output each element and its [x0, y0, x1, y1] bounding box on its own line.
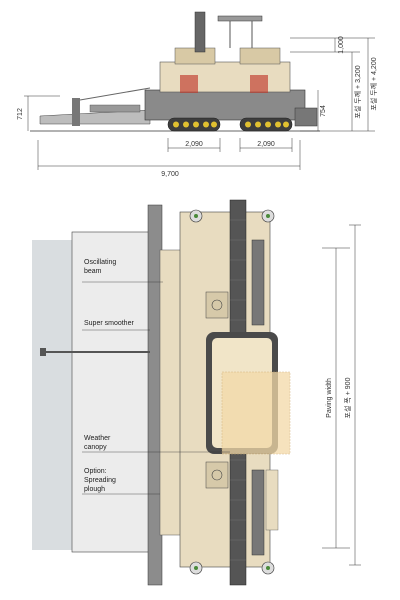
- engine-part-right: [250, 75, 268, 93]
- rear-unit: [294, 107, 318, 127]
- station-upper: [205, 291, 229, 319]
- chassis: [144, 89, 306, 121]
- steering-wheel-lower: [211, 469, 223, 481]
- track-lower-right: [251, 469, 265, 556]
- boom-rod: [79, 87, 151, 101]
- weather-canopy: [221, 371, 291, 455]
- dim-overall-length: 9,700: [161, 171, 179, 178]
- roof-canopy: [217, 15, 263, 22]
- steering-wheel-upper: [211, 299, 223, 311]
- track-wheels: [173, 121, 289, 128]
- leader-lines: [82, 281, 230, 495]
- label-option-3: plough: [84, 486, 105, 493]
- oscillating-beam: [159, 249, 183, 536]
- label-weather-1: Weather: [84, 435, 111, 442]
- cab-right: [239, 47, 281, 65]
- engine-part-left: [180, 75, 198, 93]
- dim-track-left: 2,090: [185, 141, 203, 148]
- exhaust-stack: [194, 11, 206, 53]
- dim-paving-width: Paving width: [326, 378, 333, 418]
- hopper-arm: [89, 104, 141, 113]
- track-upper-right: [251, 239, 265, 326]
- dim-paving-4200: 포설 두께 + 4,200: [370, 57, 378, 110]
- label-option-2: Spreading: [84, 477, 116, 484]
- paving-width-dim: [322, 224, 361, 566]
- smoother-end: [40, 348, 46, 356]
- side-view: 712 754 1,000 포설 두께 + 3,200 포설 두께 + 4,20…: [17, 11, 378, 178]
- station-lower: [205, 461, 229, 489]
- spreading-plough: [265, 469, 279, 531]
- dim-height-left: 712: [17, 108, 24, 120]
- engine-housing: [159, 61, 291, 93]
- dim-height-mid: 754: [320, 105, 327, 117]
- side-dim-lines: [24, 37, 375, 170]
- conveyor-slats: [230, 219, 246, 561]
- label-weather-2: canopy: [84, 444, 107, 451]
- front-support: [72, 98, 80, 126]
- screed-frame: [71, 231, 161, 553]
- label-oscillating-2: beam: [84, 268, 102, 275]
- dim-paving-3200: 포설 두께 + 3,200: [354, 65, 362, 118]
- top-view: Oscillating beam Super smoother Weather …: [32, 199, 361, 586]
- corner-wheel-hubs: [194, 214, 270, 570]
- label-super-smoother: Super smoother: [84, 320, 134, 327]
- label-oscillating-1: Oscillating: [84, 259, 116, 266]
- dim-paving-width-kr: 포설 폭 + 900: [344, 377, 352, 418]
- dim-track-right: 2,090: [257, 141, 275, 148]
- label-option-1: Option:: [84, 468, 107, 475]
- dim-top-1000: 1,000: [338, 36, 345, 54]
